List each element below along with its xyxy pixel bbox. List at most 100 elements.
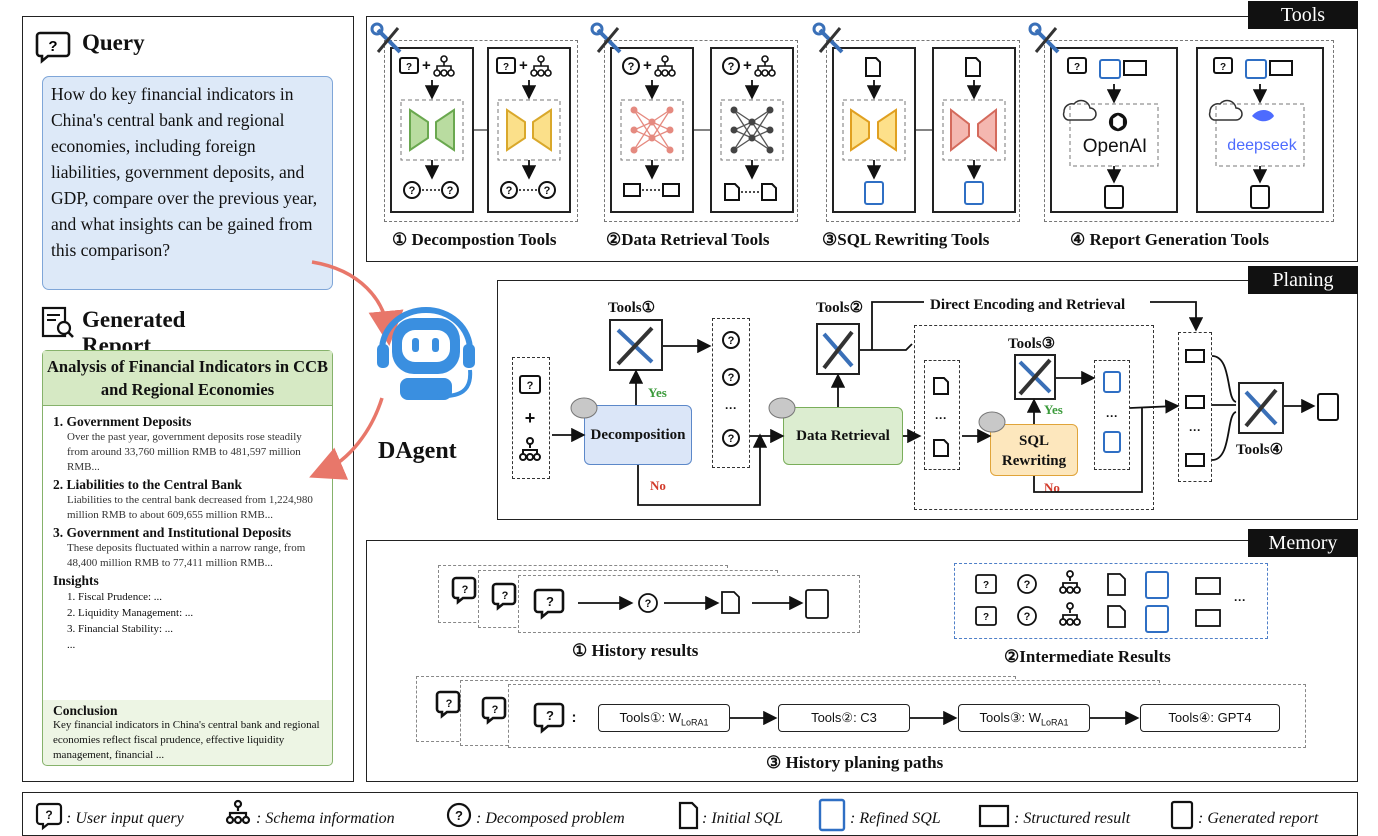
svg-text:···: ··· — [1234, 593, 1246, 607]
legend-refined-sql: : Refined SQL — [850, 810, 941, 827]
sql-rewrite-region — [914, 325, 1154, 510]
svg-text:+: + — [422, 57, 431, 74]
svg-text:?: ? — [544, 185, 551, 197]
svg-text:?: ? — [48, 38, 57, 55]
path-step-text: Tools①: W — [619, 710, 681, 725]
insight-item: 3. Financial Stability: ... — [67, 623, 174, 635]
svg-text:?: ? — [406, 62, 412, 73]
report-section-text: These deposits fluctuated within a narro… — [67, 542, 306, 569]
svg-text:?: ? — [503, 62, 509, 73]
insight-item: 1. Fiscal Prudence: ... — [67, 591, 163, 603]
svg-text:?: ? — [546, 594, 554, 609]
memory-tag: Memory — [1248, 529, 1358, 557]
path-step-tools2: Tools②: C3 — [778, 704, 910, 732]
query-text-box: How do key financial indicators in China… — [42, 76, 333, 290]
legend-decomposed: : Decomposed problem — [476, 810, 625, 827]
svg-text:···: ··· — [1189, 423, 1201, 437]
svg-text:?: ? — [492, 704, 499, 716]
tools-tag: Tools — [1248, 1, 1358, 29]
data-retrieval-node: Data Retrieval — [783, 407, 903, 465]
yes-label-1: Yes — [648, 385, 667, 400]
tools3-label: Tools③ — [1008, 336, 1056, 352]
insight-item: 2. Liquidity Management: ... — [67, 607, 194, 619]
svg-text:+: + — [519, 57, 528, 74]
wrench-screwdriver-icon — [370, 22, 402, 54]
report-box: Analysis of Financial Indicators in CCB … — [42, 350, 333, 766]
refined-sql-column — [1094, 360, 1130, 470]
legend-schema: : Schema information — [256, 810, 395, 827]
sql-rewriting-node: SQL Rewriting — [990, 424, 1078, 476]
agent-to-report-arrow — [309, 397, 384, 480]
svg-text:?: ? — [1220, 62, 1226, 73]
caption-decomposition-tools: ① Decompostion Tools — [392, 230, 557, 249]
intermediate-results-box — [954, 563, 1268, 639]
lora-subscript: LoRA1 — [680, 717, 709, 728]
caption-report-tools: ④ Report Generation Tools — [1070, 230, 1269, 249]
caption-sql-tools: ③SQL Rewriting Tools — [822, 230, 990, 249]
report-section-head: 3. Government and Institutional Deposits — [53, 525, 292, 540]
path-step-tools4: Tools④: GPT4 — [1140, 704, 1280, 732]
report-body: 1. Government Deposits Over the past yea… — [43, 406, 332, 700]
model-orange — [850, 108, 870, 152]
svg-text:?: ? — [506, 185, 513, 197]
path-step-text: Tools②: C3 — [811, 710, 877, 725]
svg-text:?: ? — [527, 380, 534, 392]
legend-generated-report: : Generated report — [1198, 810, 1319, 827]
tools4-label: Tools④ — [1236, 442, 1284, 458]
svg-text:?: ? — [1074, 62, 1080, 73]
svg-text:?: ? — [447, 185, 454, 197]
svg-text:?: ? — [1024, 611, 1031, 623]
tool-card — [487, 47, 571, 213]
sql-tools-group — [826, 40, 1020, 222]
lora-subscript: LoRA1 — [1040, 717, 1069, 728]
path-step-text: Tools③: W — [979, 710, 1041, 725]
svg-text:+: + — [643, 57, 652, 74]
history-results-caption: ① History results — [572, 641, 699, 660]
brain-icons — [570, 397, 1006, 433]
svg-text:?: ? — [1024, 579, 1031, 591]
svg-text:···: ··· — [725, 401, 737, 415]
query-to-agent-arrow — [311, 260, 404, 346]
path-step-text: Tools④: GPT4 — [1168, 710, 1252, 725]
model-green — [409, 108, 429, 152]
model-yellow — [506, 108, 526, 152]
wrench-screwdriver-icon — [590, 22, 622, 54]
svg-text:?: ? — [455, 808, 463, 823]
query-title: Query — [82, 30, 145, 55]
openai-logo — [1108, 112, 1128, 132]
wrench-screwdriver-icon — [1018, 358, 1052, 396]
deepseek-logo — [1252, 110, 1274, 122]
conclusion-text: Key financial indicators in China's cent… — [53, 719, 320, 761]
report-section-head: 1. Government Deposits — [53, 414, 192, 429]
legend-structured-result: : Structured result — [1014, 810, 1131, 827]
wrench-screwdriver-icon — [616, 326, 654, 366]
svg-text:?: ? — [728, 433, 735, 445]
tool-card — [390, 47, 474, 213]
query-header: ? Query — [35, 30, 145, 64]
svg-text:?: ? — [645, 598, 652, 610]
deepseek-text: deepseek — [1227, 137, 1297, 154]
conclusion-head: Conclusion — [53, 703, 118, 718]
svg-text:?: ? — [628, 61, 635, 73]
planing-paths-caption: ③ History planing paths — [766, 753, 944, 772]
caption-retrieval-tools: ②Data Retrieval Tools — [606, 230, 770, 249]
wrench-screwdriver-icon — [812, 22, 844, 54]
no-label-1: No — [650, 478, 666, 493]
svg-text:?: ? — [546, 708, 554, 723]
report-heading: Analysis of Financial Indicators in CCB … — [43, 351, 332, 406]
svg-text:?: ? — [983, 580, 989, 591]
tools1-label: Tools① — [608, 300, 656, 316]
openai-text: OpenAI — [1083, 136, 1147, 157]
svg-text:···: ··· — [935, 411, 947, 425]
query-icon: ? — [35, 31, 71, 64]
svg-text:?: ? — [502, 590, 509, 602]
report-section-text: Over the past year, government deposits … — [67, 431, 302, 473]
svg-text:?: ? — [983, 612, 989, 623]
subquestions-column — [712, 318, 750, 468]
svg-text:?: ? — [728, 372, 735, 384]
